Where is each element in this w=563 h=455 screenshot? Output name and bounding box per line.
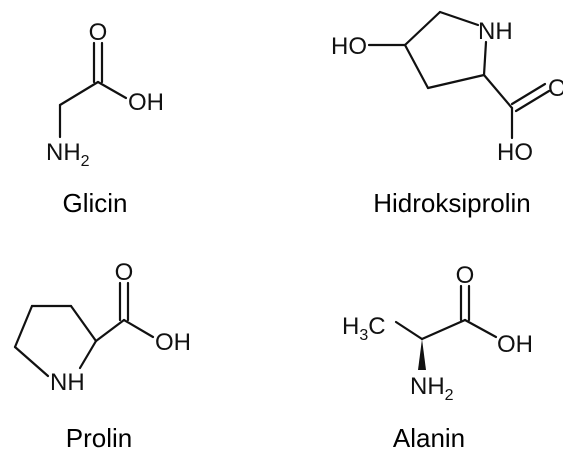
glicin-carbonyl-oxygen: O [89, 19, 108, 46]
alanin-methyl-c: C [368, 313, 385, 340]
hyp-bond-c-o-double-1 [510, 82, 547, 106]
hyp-bond-c5-n [438, 10, 480, 27]
alanin-bond-c-oh [463, 318, 498, 339]
prolin-bond-c4-c5 [13, 304, 34, 349]
prolin-bond-c2-c3 [69, 304, 98, 343]
glicin-bond-c-oh [96, 80, 128, 100]
hyp-bond-c2-c3 [426, 73, 486, 90]
hyp-ring-nitrogen-label: NH [478, 18, 513, 45]
prolin-bond-c-oh [122, 318, 155, 339]
glicin-hydroxyl-label: OH [128, 89, 164, 116]
alanin-name-label: Alanin [393, 423, 465, 453]
prolin-bond-c5-n [13, 345, 50, 378]
alanin-hydroxyl-label: OH [497, 331, 533, 358]
alanin-structure: H3C O OH NH2 Alanin [342, 262, 533, 453]
hyp-carbonyl-oxygen-partial: O [548, 75, 563, 102]
prolin-bond-n-c2 [78, 339, 98, 370]
hyp-bond-c2-cooh [482, 73, 514, 110]
alanin-amine-subscript: 2 [445, 387, 454, 404]
alanin-methyl-h: H [342, 313, 359, 340]
alanin-carbonyl-oxygen: O [456, 262, 475, 289]
glicin-amine-label: NH2 [46, 139, 90, 170]
hidroksiprolin-structure: HO NH O HO Hidroksiprolin [331, 10, 563, 218]
prolin-structure: O OH NH Prolin [13, 259, 191, 453]
prolin-bond-c2-cooh [94, 318, 126, 343]
prolin-ring-nitrogen-label: NH [50, 369, 85, 396]
glicin-name-label: Glicin [62, 188, 127, 218]
hyp-hydroxy-label: HO [331, 33, 367, 60]
glicin-amine-subscript: 2 [81, 153, 90, 170]
alanin-bond-ch3-ca [394, 320, 424, 341]
hyp-bond-c3-c4 [403, 43, 430, 90]
glicin-amine-nh: NH [46, 139, 81, 166]
alanin-amine-nh: NH [410, 373, 445, 400]
hidroksiprolin-name-label: Hidroksiprolin [373, 188, 531, 218]
alanin-methyl-subscript: 3 [359, 327, 368, 344]
prolin-name-label: Prolin [66, 423, 132, 453]
hyp-bond-c-o-double-2 [514, 89, 551, 113]
hyp-bond-c4-c5 [403, 10, 442, 47]
alanin-wedge-bond [418, 339, 426, 370]
hyp-acid-hydroxyl-label: HO [497, 139, 533, 166]
prolin-carbonyl-oxygen: O [115, 259, 134, 286]
glicin-structure: O OH NH2 Glicin [46, 19, 164, 218]
alanin-methyl-label: H3C [342, 313, 386, 344]
glicin-bond-ca-c [58, 80, 100, 107]
hyp-bond-n-c2 [482, 40, 488, 77]
alanin-bond-ca-c [420, 318, 467, 341]
prolin-hydroxyl-label: OH [155, 329, 191, 356]
alanin-amine-label: NH2 [410, 373, 454, 404]
